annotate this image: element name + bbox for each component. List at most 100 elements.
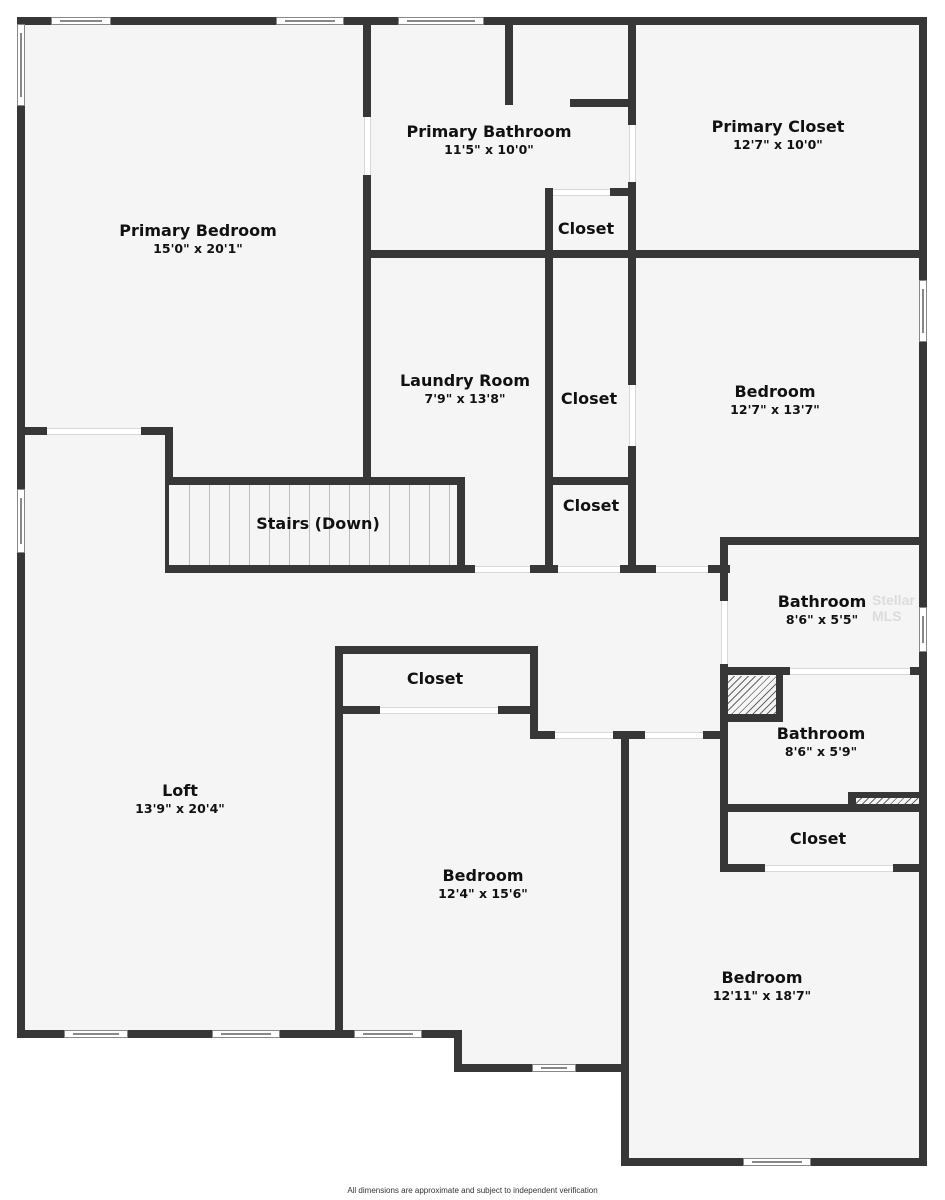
wall [363,17,371,117]
window [532,1064,576,1072]
wall [848,792,856,806]
stairs-treads [170,485,458,567]
wall [141,427,173,435]
floor-area-se [625,1060,925,1165]
room-label-primary-bedroom: Primary Bedroom 15'0" x 20'1" [119,221,277,257]
wall [848,792,927,798]
room-name: Loft [162,781,198,800]
door-opening [629,385,636,446]
room-name: Bedroom [734,382,816,401]
window [17,489,25,553]
wall [720,714,783,722]
wall [363,250,927,258]
wall [165,565,475,573]
wall [720,664,728,872]
window [212,1030,280,1038]
wall [720,537,927,545]
door-opening [475,566,530,573]
wall [570,99,632,107]
wall [620,565,656,573]
window [398,17,484,25]
room-dimensions: 12'4" x 15'6" [438,886,528,901]
room-dimensions: 12'7" x 10'0" [733,137,823,152]
room-name: Bathroom [776,724,866,743]
shaft-hatch [728,676,776,716]
window [64,1030,128,1038]
wall [457,477,465,572]
room-label-bedroom: Bedroom 12'4" x 15'6" [438,866,528,902]
window [354,1030,422,1038]
wall [335,646,343,1038]
room-dimensions: 8'6" x 5'9" [784,744,858,759]
wall [776,667,783,722]
room-name: Stairs (Down) [256,514,380,533]
window [276,17,344,25]
room-label-closet: Closet [790,829,846,849]
room-dimensions: 11'5" x 10'0" [444,142,534,157]
door-opening [380,707,498,714]
wall [628,446,636,572]
door-opening [629,125,636,182]
room-label-primary-bathroom: Primary Bathroom 11'5" x 10'0" [406,122,571,158]
door-opening [553,189,610,196]
wall [454,1030,462,1072]
wall [628,250,636,385]
disclaimer-footer: All dimensions are approximate and subje… [347,1186,598,1195]
door-opening [765,865,893,872]
wall [703,731,728,739]
room-name: Bedroom [442,866,524,885]
wall [708,565,730,573]
room-dimensions: 13'9" x 20'4" [135,801,225,816]
watermark: Stellar MLS [872,592,915,624]
wall [621,733,629,1166]
wall [165,477,465,485]
wall [613,731,645,739]
wall [530,731,555,739]
wall [720,667,790,675]
room-dimensions: 12'11" x 18'7" [712,988,812,1003]
room-name: Laundry Room [399,371,531,390]
door-opening [645,732,703,739]
room-label-closet: Closet [561,389,617,409]
room-label-bedroom: Bedroom 12'7" x 13'7" [730,382,820,418]
wall [545,250,553,572]
wall [17,427,47,435]
room-label-loft: Loft 13'9" x 20'4" [135,781,225,817]
wall [530,565,558,573]
shaft-hatch-small [856,797,920,805]
room-dimensions: 12'7" x 13'7" [730,402,820,417]
window [743,1158,811,1166]
room-name: Closet [557,219,615,238]
room-name: Primary Closet [711,117,845,136]
room-name: Bathroom [777,592,867,611]
wall [628,17,636,125]
window [51,17,111,25]
door-opening [558,566,620,573]
room-name: Closet [789,829,847,848]
door-opening [656,566,708,573]
wall [610,188,632,196]
window [919,607,927,652]
door-opening [790,668,910,675]
room-label-closet: Closet [563,496,619,516]
room-label-laundry-room: Laundry Room 7'9" x 13'8" [400,371,530,407]
wall [505,17,513,105]
room-label-bedroom: Bedroom 12'11" x 18'7" [713,968,811,1004]
room-label-primary-closet: Primary Closet 12'7" x 10'0" [712,117,845,153]
room-dimensions: 15'0" x 20'1" [153,241,243,256]
wall [893,864,927,872]
window [17,24,25,106]
wall [165,427,173,485]
wall [363,175,371,485]
wall [910,667,927,675]
wall [545,188,553,262]
room-name: Closet [406,669,464,688]
wall [720,804,927,812]
wall [335,646,538,654]
window [919,280,927,342]
room-name: Closet [560,389,618,408]
wall [628,182,636,262]
wall [498,706,538,714]
door-opening [364,117,371,175]
wall [165,477,169,572]
